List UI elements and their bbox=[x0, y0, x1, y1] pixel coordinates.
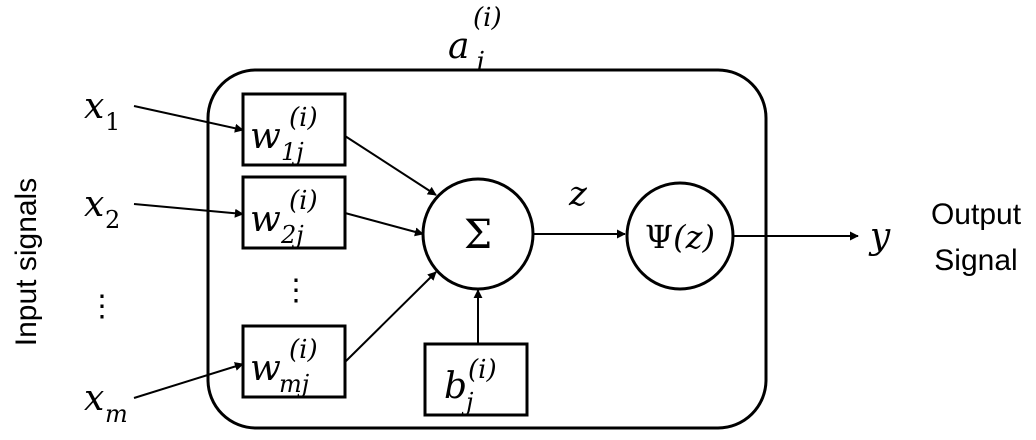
arrow-w2-to-sum bbox=[344, 212, 424, 237]
weight-1-sub: 1j bbox=[281, 138, 304, 166]
input-x1-base: x bbox=[84, 86, 104, 127]
arrow-xm-to-wm bbox=[133, 362, 244, 399]
activation-label: Ψ(z) bbox=[645, 218, 715, 256]
bias-box bbox=[423, 342, 529, 417]
bias-sup: (i) bbox=[468, 355, 497, 385]
arrow-w1-to-sum bbox=[344, 135, 437, 196]
bias-base: b bbox=[444, 366, 467, 407]
neuron-label-base: a bbox=[448, 26, 469, 67]
input-x2: x 2 bbox=[84, 184, 120, 234]
weight-box-1 bbox=[241, 92, 347, 167]
sum-output-z: z bbox=[568, 174, 588, 214]
weight-1-sup: (i) bbox=[289, 103, 318, 133]
arrow-x1-to-w1 bbox=[133, 105, 244, 133]
weight-1-base: w bbox=[250, 116, 281, 157]
activation-psi: Ψ bbox=[645, 218, 673, 256]
input-signals-label: Input signals bbox=[10, 178, 43, 346]
output-label-line2: Signal bbox=[934, 244, 1017, 277]
weight-ellipsis: ⋮ bbox=[281, 273, 311, 308]
input-x1: x 1 bbox=[84, 86, 120, 136]
weight-2-base: w bbox=[250, 199, 281, 240]
weight-m-sup: (i) bbox=[289, 335, 318, 365]
input-xm-sub: m bbox=[105, 400, 128, 428]
input-x2-base: x bbox=[84, 184, 104, 225]
weight-m-base: w bbox=[250, 348, 281, 389]
input-ellipsis: ⋮ bbox=[87, 289, 117, 324]
input-xm: x m bbox=[84, 378, 128, 428]
neuron-label: a (i) j bbox=[448, 3, 502, 77]
weight-2-sub: 2j bbox=[280, 221, 304, 249]
output-label-line1: Output bbox=[931, 198, 1022, 231]
activation-arg: (z) bbox=[673, 218, 715, 256]
input-x1-sub: 1 bbox=[105, 108, 120, 136]
weight-box-2 bbox=[241, 175, 347, 250]
weight-m-sub: mj bbox=[279, 370, 310, 398]
input-xm-base: x bbox=[84, 378, 104, 419]
weight-box-m bbox=[241, 324, 347, 399]
arrow-wm-to-sum bbox=[344, 271, 437, 363]
arrow-x2-to-w2 bbox=[133, 203, 244, 218]
neuron-label-sup: (i) bbox=[473, 3, 502, 33]
summation-symbol: Σ bbox=[464, 212, 492, 258]
output-y: y bbox=[868, 216, 891, 257]
weight-2-sup: (i) bbox=[289, 186, 318, 216]
input-x2-sub: 2 bbox=[105, 206, 120, 234]
